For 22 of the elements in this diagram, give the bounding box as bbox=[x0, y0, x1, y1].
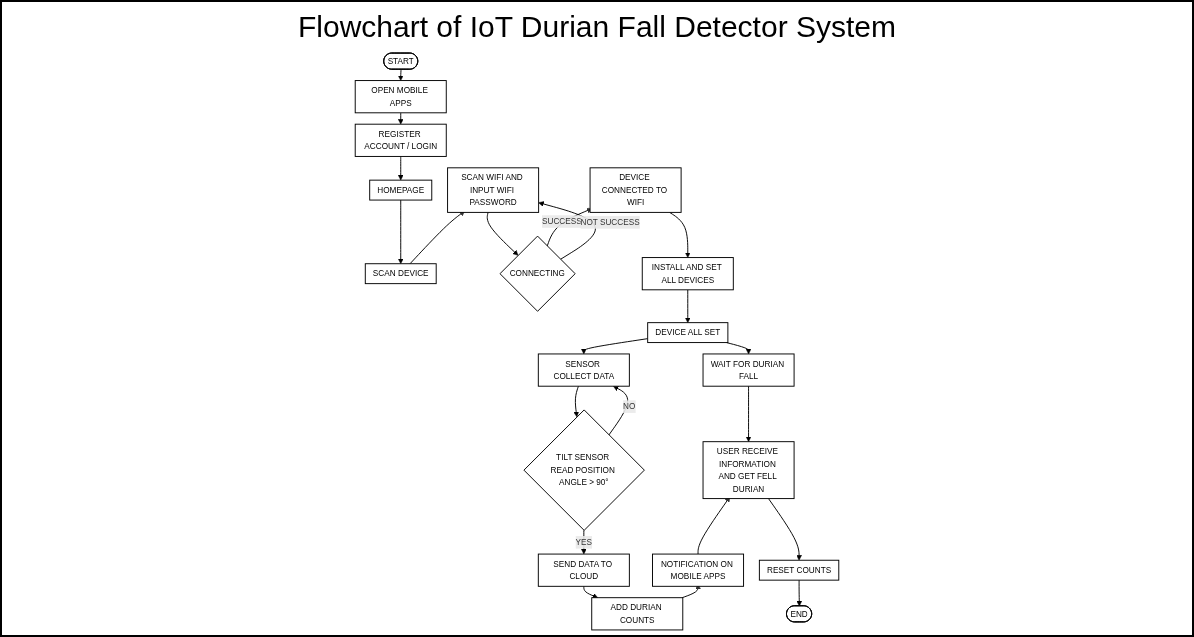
edge-label: NOT SUCCESS bbox=[580, 217, 640, 227]
node-box: SENSOR COLLECT DATA bbox=[537, 353, 630, 387]
node-box: INSTALL AND SET ALL DEVICES bbox=[641, 257, 734, 291]
node-box: DEVICE ALL SET bbox=[647, 322, 729, 344]
node-diamond: TILT SENSOR READ POSITION ANGLE > 90° bbox=[523, 409, 645, 531]
node-diamond: CONNECTING bbox=[499, 235, 576, 312]
node-box: HOMEPAGE bbox=[369, 179, 433, 201]
node-box: NOTIFICATION ON MOBILE APPS bbox=[652, 553, 745, 587]
node-box: OPEN MOBILE APPS bbox=[354, 80, 447, 114]
edge-label: NO bbox=[623, 401, 636, 411]
node-box: RESET COUNTS bbox=[758, 559, 840, 581]
node-box: WAIT FOR DURIAN FALL bbox=[702, 353, 795, 387]
node-box: REGISTER ACCOUNT / LOGIN bbox=[354, 123, 447, 157]
node-box: SCAN WIFI AND INPUT WIFI PASSWORD bbox=[447, 167, 540, 213]
diagram-title: Flowchart of IoT Durian Fall Detector System bbox=[298, 10, 896, 44]
node-box: ADD DURIAN COUNTS bbox=[591, 597, 684, 631]
node-box: SEND DATA TO CLOUD bbox=[537, 553, 630, 587]
edge-label: SUCCESS bbox=[542, 216, 582, 226]
node-box: SCAN DEVICE bbox=[364, 263, 437, 285]
node-box: DEVICE CONNECTED TO WIFI bbox=[589, 167, 682, 213]
edge-label: YES bbox=[575, 537, 593, 547]
node-box: USER RECEIVE INFORMATION AND GET FELL DURIAN bbox=[702, 441, 795, 500]
